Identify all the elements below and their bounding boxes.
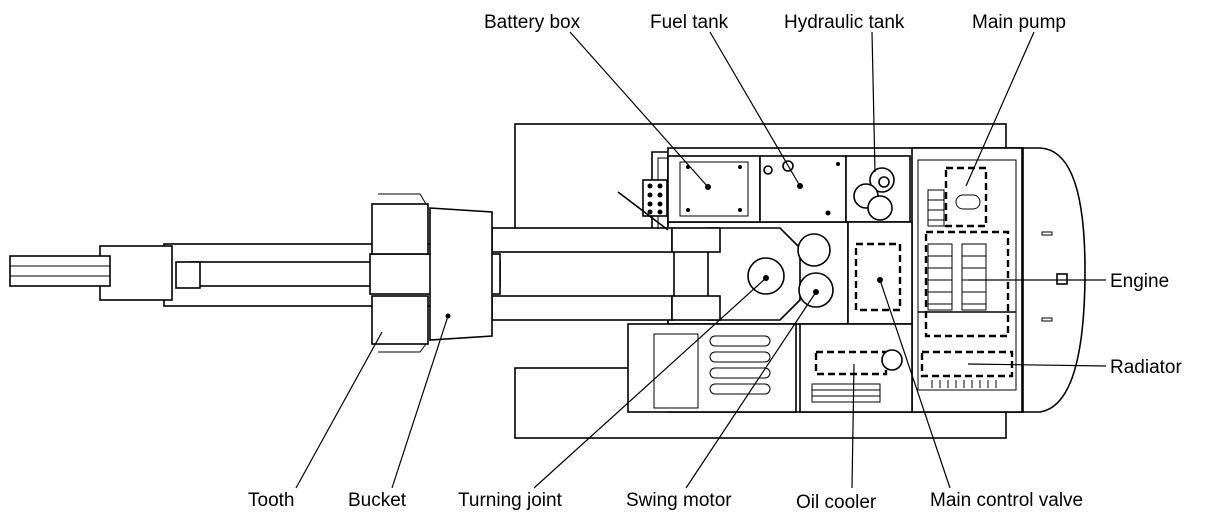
engine-grille bbox=[927, 189, 987, 311]
label-radiator: Radiator bbox=[1110, 357, 1182, 378]
engine bbox=[924, 230, 1010, 338]
label-turning-joint: Turning joint bbox=[458, 490, 563, 511]
counterweight-slot-1 bbox=[1041, 231, 1053, 236]
label-main-pump: Main pump bbox=[972, 12, 1066, 33]
counterweight-lamp bbox=[1056, 273, 1068, 285]
battery-box-inner bbox=[679, 161, 749, 217]
main-pump bbox=[944, 166, 988, 228]
radiator bbox=[920, 350, 1014, 378]
tooth-upper bbox=[371, 203, 429, 255]
main-control-valve bbox=[854, 242, 902, 312]
label-bucket: Bucket bbox=[348, 490, 407, 511]
label-fuel-tank: Fuel tank bbox=[650, 12, 729, 33]
label-hydraulic-tank: Hydraulic tank bbox=[784, 12, 905, 33]
arm-cylinder-upper bbox=[491, 227, 673, 253]
leader-lines bbox=[295, 31, 1107, 489]
fuel-tank bbox=[759, 155, 847, 223]
operator-door bbox=[627, 323, 797, 413]
label-oil-cooler: Oil cooler bbox=[796, 492, 877, 513]
arm-cylinder-lower bbox=[491, 295, 673, 321]
step-grid bbox=[642, 179, 668, 217]
label-swing-motor: Swing motor bbox=[626, 490, 732, 511]
label-battery-box: Battery box bbox=[484, 12, 581, 33]
label-engine: Engine bbox=[1110, 271, 1169, 292]
label-main-control-valve: Main control valve bbox=[930, 490, 1083, 511]
battery-box bbox=[667, 155, 761, 223]
valve-compartment bbox=[847, 221, 913, 325]
arm bbox=[99, 245, 173, 301]
label-tooth: Tooth bbox=[248, 490, 294, 511]
tooth-lower bbox=[371, 295, 429, 345]
bucket bbox=[429, 207, 493, 341]
counterweight-slot-2 bbox=[1041, 317, 1053, 322]
